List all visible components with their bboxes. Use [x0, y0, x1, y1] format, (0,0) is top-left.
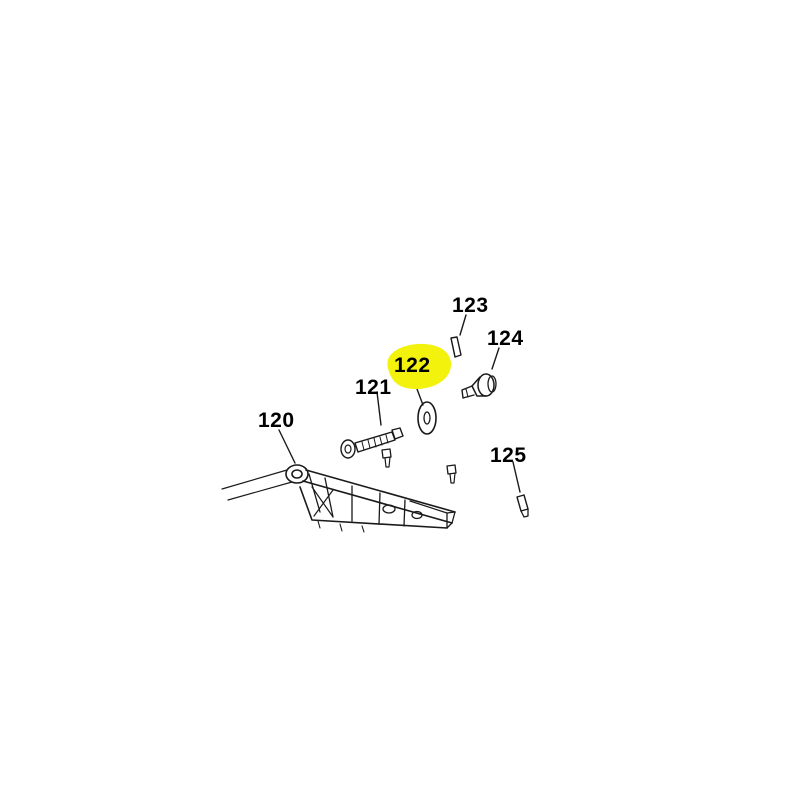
- part-121-stud-bolt: [340, 391, 404, 459]
- part-small-fastener-a: [381, 448, 392, 468]
- part-124-clevis-fitting: [461, 347, 500, 399]
- part-122-flat-washer: [416, 388, 437, 435]
- callout-label-123[interactable]: 123: [452, 294, 489, 317]
- part-125-hex-bolt: [512, 461, 529, 518]
- callout-label-122[interactable]: 122: [394, 354, 431, 377]
- part-120-bracket-arm: [221, 429, 456, 533]
- callout-label-124[interactable]: 124: [487, 327, 524, 350]
- part-small-fastener-b: [446, 464, 457, 484]
- part-123-roll-pin: [450, 314, 467, 358]
- highlight-blob-122: [387, 343, 452, 389]
- callout-label-125[interactable]: 125: [490, 444, 527, 467]
- callout-label-120[interactable]: 120: [258, 409, 295, 432]
- callout-label-121[interactable]: 121: [355, 376, 392, 399]
